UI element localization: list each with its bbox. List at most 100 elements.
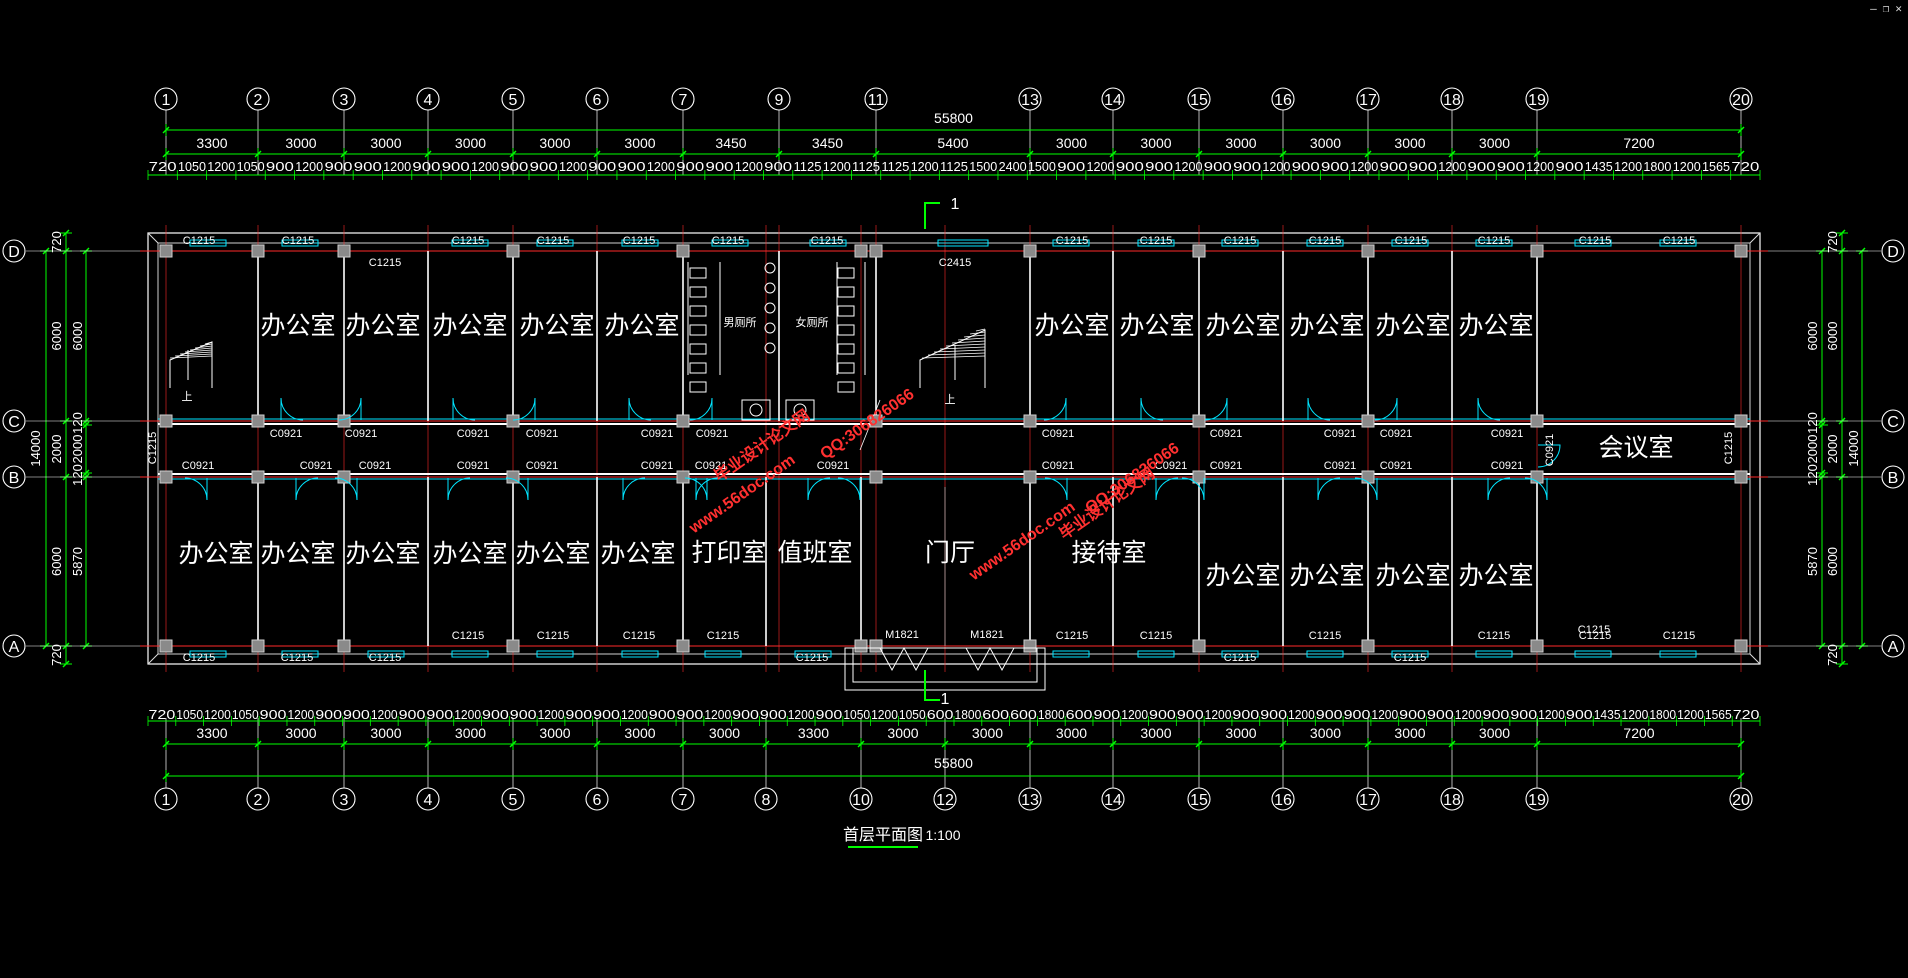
axis-bubble-top-label: 6 bbox=[593, 92, 602, 109]
column bbox=[1734, 244, 1748, 258]
wall-corner bbox=[1749, 232, 1761, 244]
axis-bubble-top-label: 17 bbox=[1359, 92, 1377, 109]
dim-detail-top-label: 1125 bbox=[881, 159, 909, 174]
dim-bays-bottom-slash bbox=[424, 740, 432, 748]
axis-bubble-bottom-label: 8 bbox=[762, 792, 771, 809]
dim-detail-top-label: 900 bbox=[1057, 159, 1085, 174]
dim-detail-bottom-label: 900 bbox=[1149, 707, 1176, 722]
door-swing-lower bbox=[505, 477, 529, 501]
dim-detail-bottom-label: 1200 bbox=[371, 707, 398, 722]
dim-detail-top-label: 900 bbox=[618, 159, 646, 174]
dim-detail-bottom-label: 1565 bbox=[1705, 707, 1732, 722]
window-tag: C1215 bbox=[1663, 235, 1695, 247]
dim-detail-bottom-label: 600 bbox=[1066, 707, 1093, 722]
axis-bubble-top-label: 16 bbox=[1274, 92, 1292, 109]
window-tag: C1215 bbox=[1309, 630, 1341, 642]
restore-icon[interactable]: ❐ bbox=[1882, 2, 1890, 15]
window-tag: C1215 bbox=[452, 630, 484, 642]
axis-bubble-bottom-label: 4 bbox=[424, 792, 433, 809]
door-swing-lower bbox=[837, 477, 861, 501]
dim-bays-bottom-slash bbox=[1448, 740, 1456, 748]
dim-overall-top-label: 55800 bbox=[934, 110, 973, 126]
dim-right-inner-label: 2000 bbox=[1825, 435, 1840, 464]
door-swing-lower bbox=[184, 477, 208, 501]
door-swing-upper bbox=[1307, 397, 1331, 421]
window-tag: C1215 bbox=[183, 235, 215, 247]
window-tag: C1215 bbox=[1224, 235, 1256, 247]
column bbox=[337, 639, 351, 653]
section-mark-bottom bbox=[924, 670, 940, 701]
window-tag: C1215 bbox=[537, 235, 569, 247]
window-tag-east: C1215 bbox=[1723, 432, 1735, 464]
axis-bubble-bottom-label: 3 bbox=[340, 792, 349, 809]
dim-bays-top-slash bbox=[1364, 150, 1372, 158]
dim-detail-top-label: 900 bbox=[412, 159, 440, 174]
door-tag-upper: C0921 bbox=[1210, 428, 1242, 440]
dim-bays-top-slash bbox=[1026, 150, 1034, 158]
dim-bays-bottom-label: 3000 bbox=[972, 725, 1003, 741]
axis-bubble-bottom-label: 16 bbox=[1274, 792, 1292, 809]
dim-left-mid-label: 120 bbox=[70, 464, 85, 486]
stair-tread bbox=[969, 331, 986, 335]
axis-bubble-left-label: B bbox=[9, 470, 20, 487]
door-tag-lower: C0921 bbox=[359, 460, 391, 472]
wash-basin bbox=[785, 399, 815, 421]
urinal bbox=[764, 322, 776, 334]
dim-detail-bottom-label: 900 bbox=[565, 707, 592, 722]
dim-bays-bottom-label: 3000 bbox=[624, 725, 655, 741]
stair-tread bbox=[963, 334, 986, 338]
axis-bubble-top-label: 1 bbox=[162, 92, 171, 109]
axis-bubble-right-label: B bbox=[1888, 470, 1899, 487]
column bbox=[251, 244, 265, 258]
dim-right-mid-label: 5870 bbox=[1805, 547, 1820, 576]
door-swing-lower bbox=[1524, 477, 1548, 501]
dim-detail-bottom-label: 1200 bbox=[287, 707, 314, 722]
dim-bays-top-label: 3000 bbox=[1056, 135, 1087, 151]
dim-bays-top-slash bbox=[424, 150, 432, 158]
dim-detail-bottom-label: 900 bbox=[1483, 707, 1510, 722]
axis-bubble-top-label: 3 bbox=[340, 92, 349, 109]
window-tag: C1215 bbox=[1224, 652, 1256, 664]
dim-detail-top-label: 900 bbox=[1204, 159, 1232, 174]
dim-detail-top-label: 1125 bbox=[852, 159, 880, 174]
stair-east bbox=[919, 329, 986, 388]
entry-door-leaf bbox=[879, 646, 929, 672]
entry-door-leaf bbox=[965, 646, 1015, 672]
dim-detail-bottom-label: 600 bbox=[982, 707, 1009, 722]
dim-bays-top-slash bbox=[1448, 150, 1456, 158]
room-label-lower: 接待室 bbox=[1071, 538, 1146, 567]
door-swing-upper bbox=[1140, 397, 1164, 421]
minimize-icon[interactable]: — bbox=[1870, 2, 1877, 15]
dim-overall-bottom-label: 55800 bbox=[934, 755, 973, 771]
watermark-url: www.56doc.com bbox=[966, 499, 1079, 585]
dim-bays-top-slash bbox=[1533, 150, 1541, 158]
dim-overall-top-slash bbox=[1737, 126, 1745, 134]
dim-overall-top-slash bbox=[162, 126, 170, 134]
door-tag-lower: C0921 bbox=[182, 460, 214, 472]
axis-bubble-left-circle bbox=[2, 409, 26, 433]
door-swing-lower bbox=[695, 477, 719, 501]
close-icon[interactable]: ✕ bbox=[1895, 2, 1902, 15]
dim-left-inner-label: 720 bbox=[49, 644, 64, 666]
window-tag: C1215 bbox=[369, 257, 401, 269]
dim-detail-top-label: 1200 bbox=[207, 159, 235, 174]
window-tag: C1215 bbox=[1663, 630, 1695, 642]
column bbox=[854, 244, 868, 258]
stair-tread bbox=[189, 347, 213, 351]
door-tag-lower: C0921 bbox=[526, 460, 558, 472]
column bbox=[159, 470, 173, 484]
dim-detail-bottom-label: 900 bbox=[760, 707, 787, 722]
dim-bays-bottom-slash bbox=[1737, 740, 1745, 748]
room-label-upper: 办公室 bbox=[1034, 311, 1109, 340]
dim-right-inner-slash bbox=[1838, 660, 1846, 668]
dim-detail-top-label: 900 bbox=[266, 159, 294, 174]
dim-bays-bottom-slash bbox=[1195, 740, 1203, 748]
door-tag-upper: C0921 bbox=[696, 428, 728, 440]
dim-detail-bottom-label: 1200 bbox=[1622, 707, 1649, 722]
dim-bays-top-label: 3000 bbox=[624, 135, 655, 151]
dim-detail-bottom-label: 1050 bbox=[176, 707, 203, 722]
axis-bubble-bottom-label: 18 bbox=[1443, 792, 1461, 809]
dim-detail-bottom-label: 900 bbox=[1427, 707, 1454, 722]
dim-right-mid-label: 120 bbox=[1805, 412, 1820, 434]
